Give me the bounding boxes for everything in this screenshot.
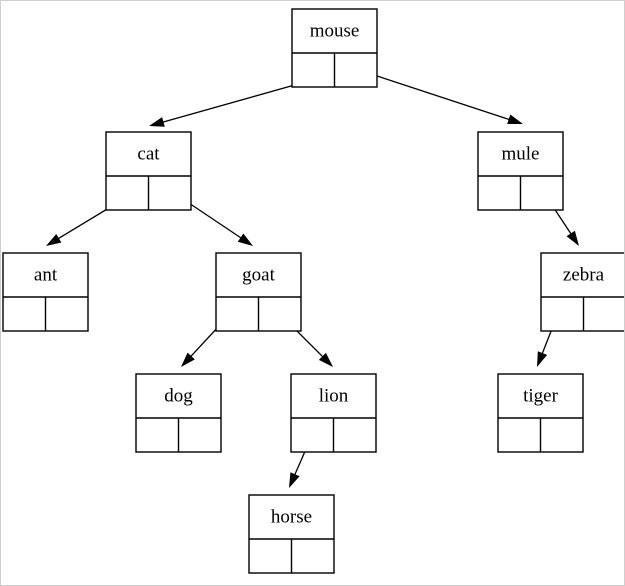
tree-node-ant[interactable]: ant — [2, 252, 89, 332]
node-right-pointer-cell[interactable] — [179, 418, 222, 452]
node-label: tiger — [523, 385, 558, 406]
node-label: mouse — [310, 20, 360, 41]
node-right-pointer-cell[interactable] — [335, 53, 378, 87]
arrowhead-icon — [149, 117, 165, 127]
arrowhead-icon — [181, 352, 195, 367]
arrowhead-icon — [237, 233, 253, 246]
node-label: cat — [137, 143, 160, 164]
node-label: horse — [271, 506, 312, 527]
node-right-pointer-cell[interactable] — [149, 176, 192, 210]
node-label: dog — [164, 385, 193, 406]
edge-shaft — [364, 71, 511, 121]
node-left-pointer-cell[interactable] — [541, 297, 584, 331]
node-left-pointer-cell[interactable] — [292, 53, 335, 87]
edge-mouse-to-mule — [364, 71, 523, 125]
node-left-pointer-cell[interactable] — [106, 176, 149, 210]
tree-node-mouse[interactable]: mouse — [291, 8, 378, 88]
node-right-pointer-cell[interactable] — [334, 418, 377, 452]
node-right-pointer-cell[interactable] — [541, 418, 584, 452]
tree-node-tiger[interactable]: tiger — [497, 373, 584, 453]
node-left-pointer-cell[interactable] — [3, 297, 46, 331]
node-layer: mouse cat mule ant goat zebra dog lion tiger hors… — [2, 8, 625, 574]
node-label: ant — [34, 264, 58, 285]
node-left-pointer-cell[interactable] — [498, 418, 541, 452]
tree-node-horse[interactable]: horse — [248, 494, 335, 574]
tree-node-zebra[interactable]: zebra — [540, 252, 625, 332]
tree-node-cat[interactable]: cat — [105, 131, 192, 211]
node-left-pointer-cell[interactable] — [478, 176, 521, 210]
arrowhead-icon — [46, 233, 62, 246]
node-label: zebra — [563, 264, 605, 285]
tree-node-lion[interactable]: lion — [290, 373, 377, 453]
node-right-pointer-cell[interactable] — [584, 297, 625, 331]
node-box — [540, 252, 624, 332]
arrowhead-icon — [537, 351, 548, 367]
arrowhead-icon — [289, 472, 300, 488]
node-right-pointer-cell[interactable] — [521, 176, 564, 210]
node-label: lion — [319, 385, 349, 406]
node-left-pointer-cell[interactable] — [291, 418, 334, 452]
arrowhead-icon — [318, 352, 333, 367]
node-label: goat — [242, 264, 275, 285]
arrowhead-icon — [566, 230, 579, 246]
tree-node-dog[interactable]: dog — [135, 373, 222, 453]
node-right-pointer-cell[interactable] — [292, 539, 335, 573]
node-left-pointer-cell[interactable] — [136, 418, 179, 452]
arrowhead-icon — [507, 114, 523, 125]
node-right-pointer-cell[interactable] — [259, 297, 302, 331]
node-label: mule — [502, 143, 540, 164]
tree-node-mule[interactable]: mule — [477, 131, 564, 211]
node-left-pointer-cell[interactable] — [216, 297, 259, 331]
node-left-pointer-cell[interactable] — [249, 539, 292, 573]
node-right-pointer-cell[interactable] — [46, 297, 89, 331]
tree-node-goat[interactable]: goat — [215, 252, 302, 332]
